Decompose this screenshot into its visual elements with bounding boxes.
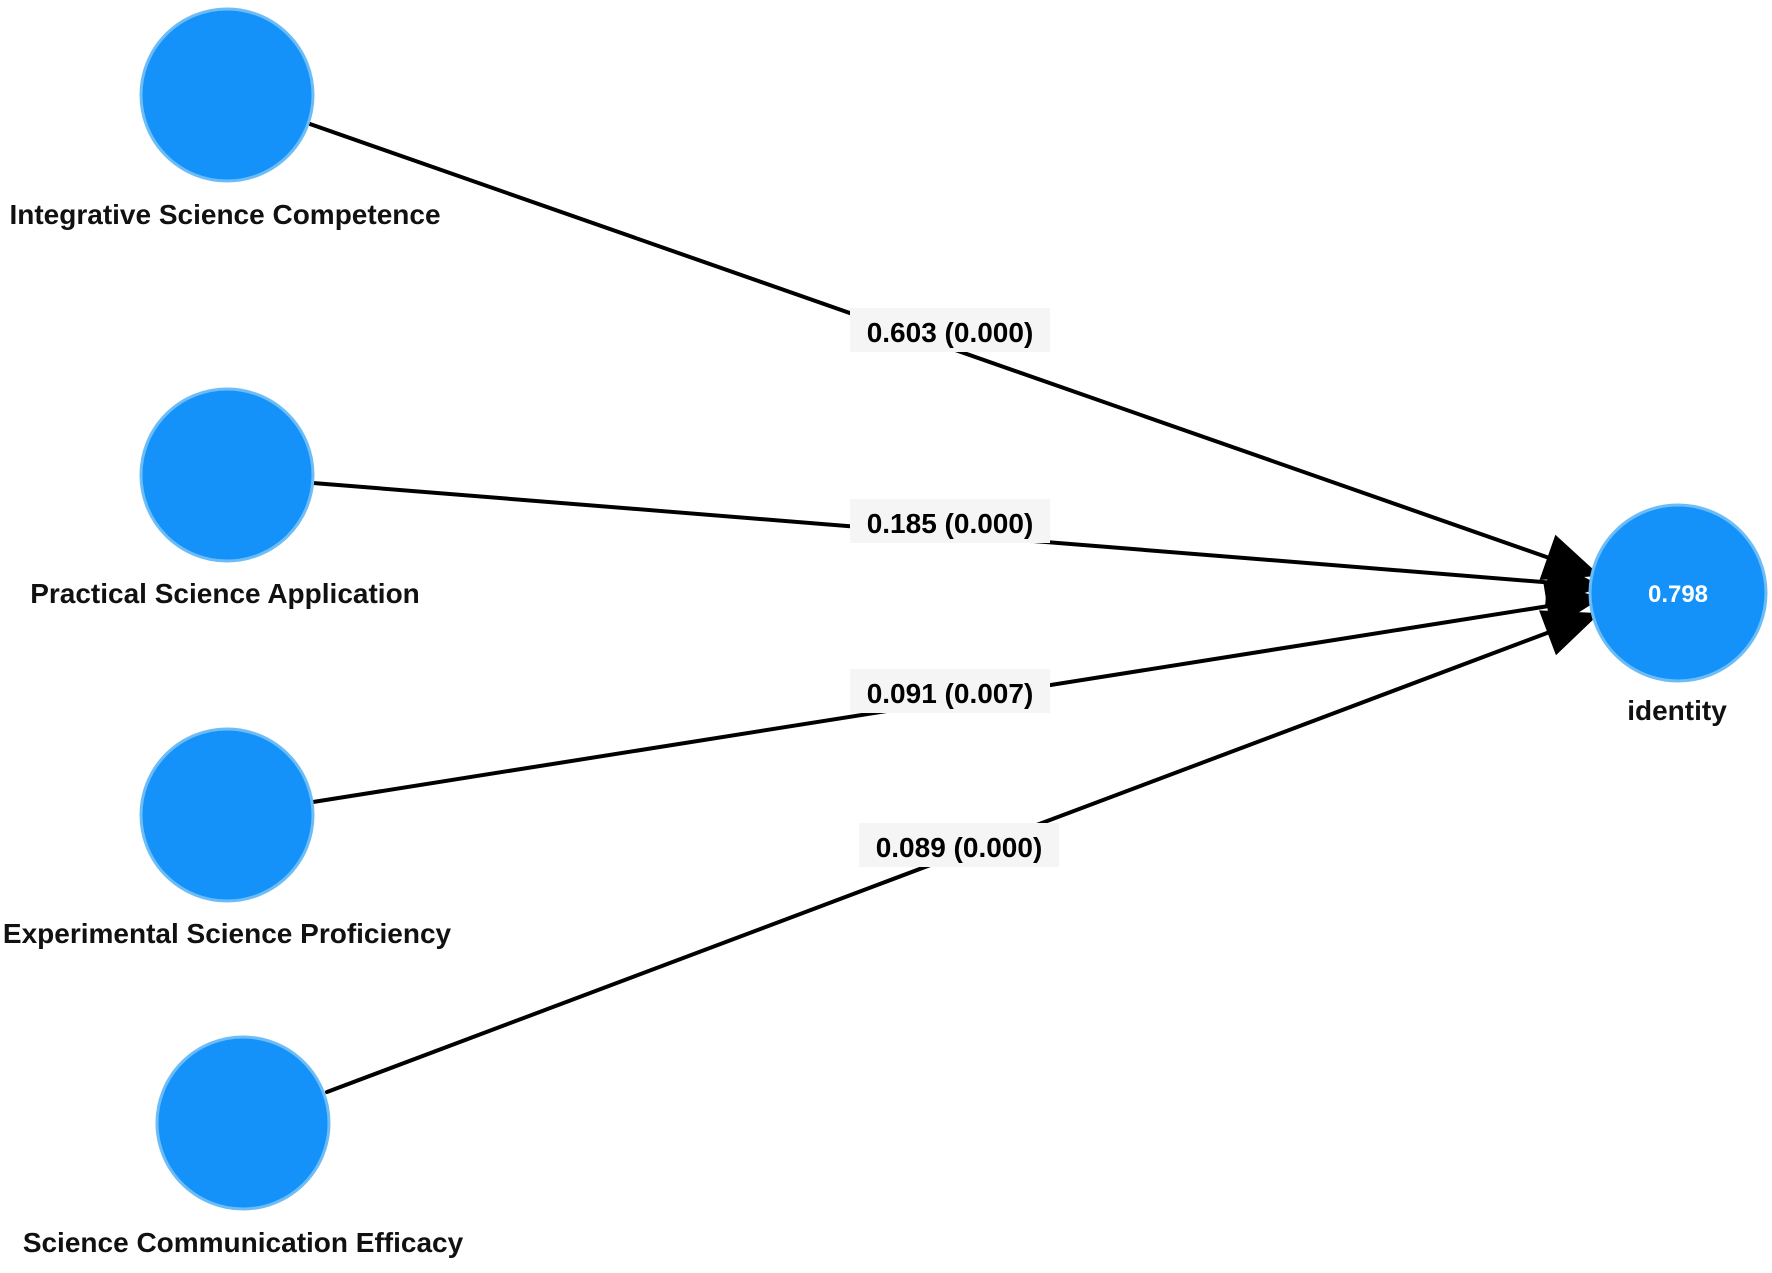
construct-label: Science Communication Efficacy — [23, 1227, 464, 1258]
edge-label-background — [859, 823, 1059, 867]
construct-circle — [155, 1035, 331, 1211]
edge-label-background — [850, 669, 1050, 713]
construct-circle — [139, 7, 315, 183]
edge-label-practical: 0.185 (0.000) — [850, 499, 1050, 543]
arrowhead-communication — [1539, 610, 1600, 656]
construct-circle — [139, 387, 315, 563]
edge-label-integrative: 0.603 (0.000) — [850, 308, 1050, 352]
construct-circle — [1588, 503, 1768, 683]
construct-label: Integrative Science Competence — [9, 199, 440, 230]
edge-label-communication: 0.089 (0.000) — [859, 823, 1059, 867]
construct-label: Practical Science Application — [30, 578, 420, 609]
edge-label-background — [850, 499, 1050, 543]
edge-label-experimental: 0.091 (0.007) — [850, 669, 1050, 713]
r-squared-value: 0.798 — [1648, 581, 1708, 608]
node-integrative: Integrative Science Competence — [9, 7, 441, 230]
node-identity: 0.798 identity — [1588, 503, 1768, 726]
edge-coefficient-label: 0.185 (0.000) — [867, 508, 1034, 539]
construct-label: identity — [1627, 695, 1727, 726]
node-experimental: Experimental Science Proficiency — [3, 727, 452, 949]
construct-label: Experimental Science Proficiency — [3, 918, 452, 949]
node-practical: Practical Science Application — [30, 387, 420, 609]
construct-circle — [139, 727, 315, 903]
edge-coefficient-label: 0.089 (0.000) — [876, 832, 1043, 863]
node-communication: Science Communication Efficacy — [23, 1035, 464, 1258]
edge-label-background — [850, 308, 1050, 352]
edge-coefficient-label: 0.091 (0.007) — [867, 678, 1034, 709]
edge-coefficient-label: 0.603 (0.000) — [867, 317, 1034, 348]
